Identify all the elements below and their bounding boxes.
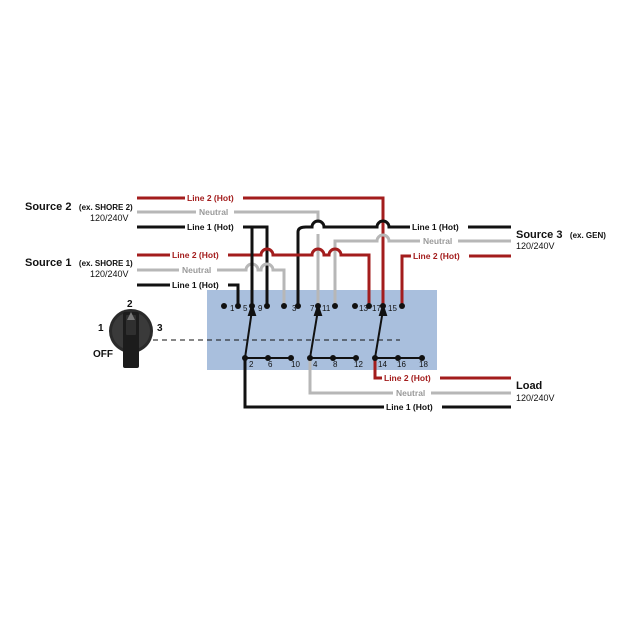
terminal-label: 1 [230,304,235,313]
switch-blades [244,302,388,359]
switch-pos-2: 2 [127,299,133,310]
source3-name: Source 3 [516,229,562,241]
source2-line1-wire [137,225,269,306]
source1-rating: 120/240V [90,269,129,279]
source2-line2-label: Line 2 (Hot) [187,193,234,203]
wire-label-group: Line 2 (Hot) Neutral Line 1 (Hot) Line 1… [170,193,469,412]
bottom-terminals [242,355,425,361]
terminal-label: 5 [243,304,248,313]
load-neutral-label: Neutral [396,388,425,398]
source1-example: (ex. SHORE 1) [79,259,133,268]
source2-name: Source 2 [25,201,71,213]
source2-line1-label: Line 1 (Hot) [187,222,234,232]
terminal-label: 10 [291,360,300,369]
terminal-label: 8 [333,360,338,369]
source3-title: Source 3 (ex. GEN) [516,225,606,242]
source2-title: Source 2 (ex. SHORE 2) [25,197,133,214]
terminal-label: 16 [397,360,406,369]
terminal-label: 11 [322,304,331,313]
source3-line2-wire [400,254,511,306]
terminal-label: 17 [372,304,381,313]
source3-neutral-label: Neutral [423,236,452,246]
source3-line1-wire [296,219,511,306]
source3-neutral-wire [333,233,511,306]
terminal-label: 3 [292,304,297,313]
load-title: Load [516,380,542,392]
rotary-selector-knob-icon[interactable] [109,309,153,368]
source2-example: (ex. SHORE 2) [79,203,133,212]
source3-line2-label: Line 2 (Hot) [413,251,460,261]
source3-line1-label: Line 1 (Hot) [412,222,459,232]
switch-pos-1: 1 [98,323,104,334]
source1-line1-label: Line 1 (Hot) [172,280,219,290]
source2-rating: 120/240V [90,213,129,223]
source1-title: Source 1 (ex. SHORE 1) [25,253,133,270]
terminal-label: 14 [378,360,387,369]
source3-rating: 120/240V [516,241,555,251]
terminal-label: 15 [388,304,397,313]
top-terminals [221,303,405,309]
terminal-label: 18 [419,360,428,369]
load-rating: 120/240V [516,393,555,403]
load-line1-label: Line 1 (Hot) [386,402,433,412]
source1-name: Source 1 [25,257,71,269]
source1-neutral-wire [137,262,286,306]
terminal-label: 6 [268,360,273,369]
terminal-label: 9 [258,304,263,313]
source1-neutral-label: Neutral [182,265,211,275]
source1-line2-wire [137,247,371,306]
source2-neutral-label: Neutral [199,207,228,217]
terminal-label: 12 [354,360,363,369]
source3-example: (ex. GEN) [570,231,606,240]
load-line2-wire [373,358,511,380]
terminal-label: 7 [310,304,315,313]
switch-pos-3: 3 [157,323,163,334]
terminal-label: 2 [249,360,254,369]
source1-line2-label: Line 2 (Hot) [172,250,219,260]
terminal-label: 4 [313,360,318,369]
terminal-label: 13 [359,304,368,313]
load-neutral-wire [308,358,511,395]
load-line2-label: Line 2 (Hot) [384,373,431,383]
switch-off: OFF [93,349,113,360]
